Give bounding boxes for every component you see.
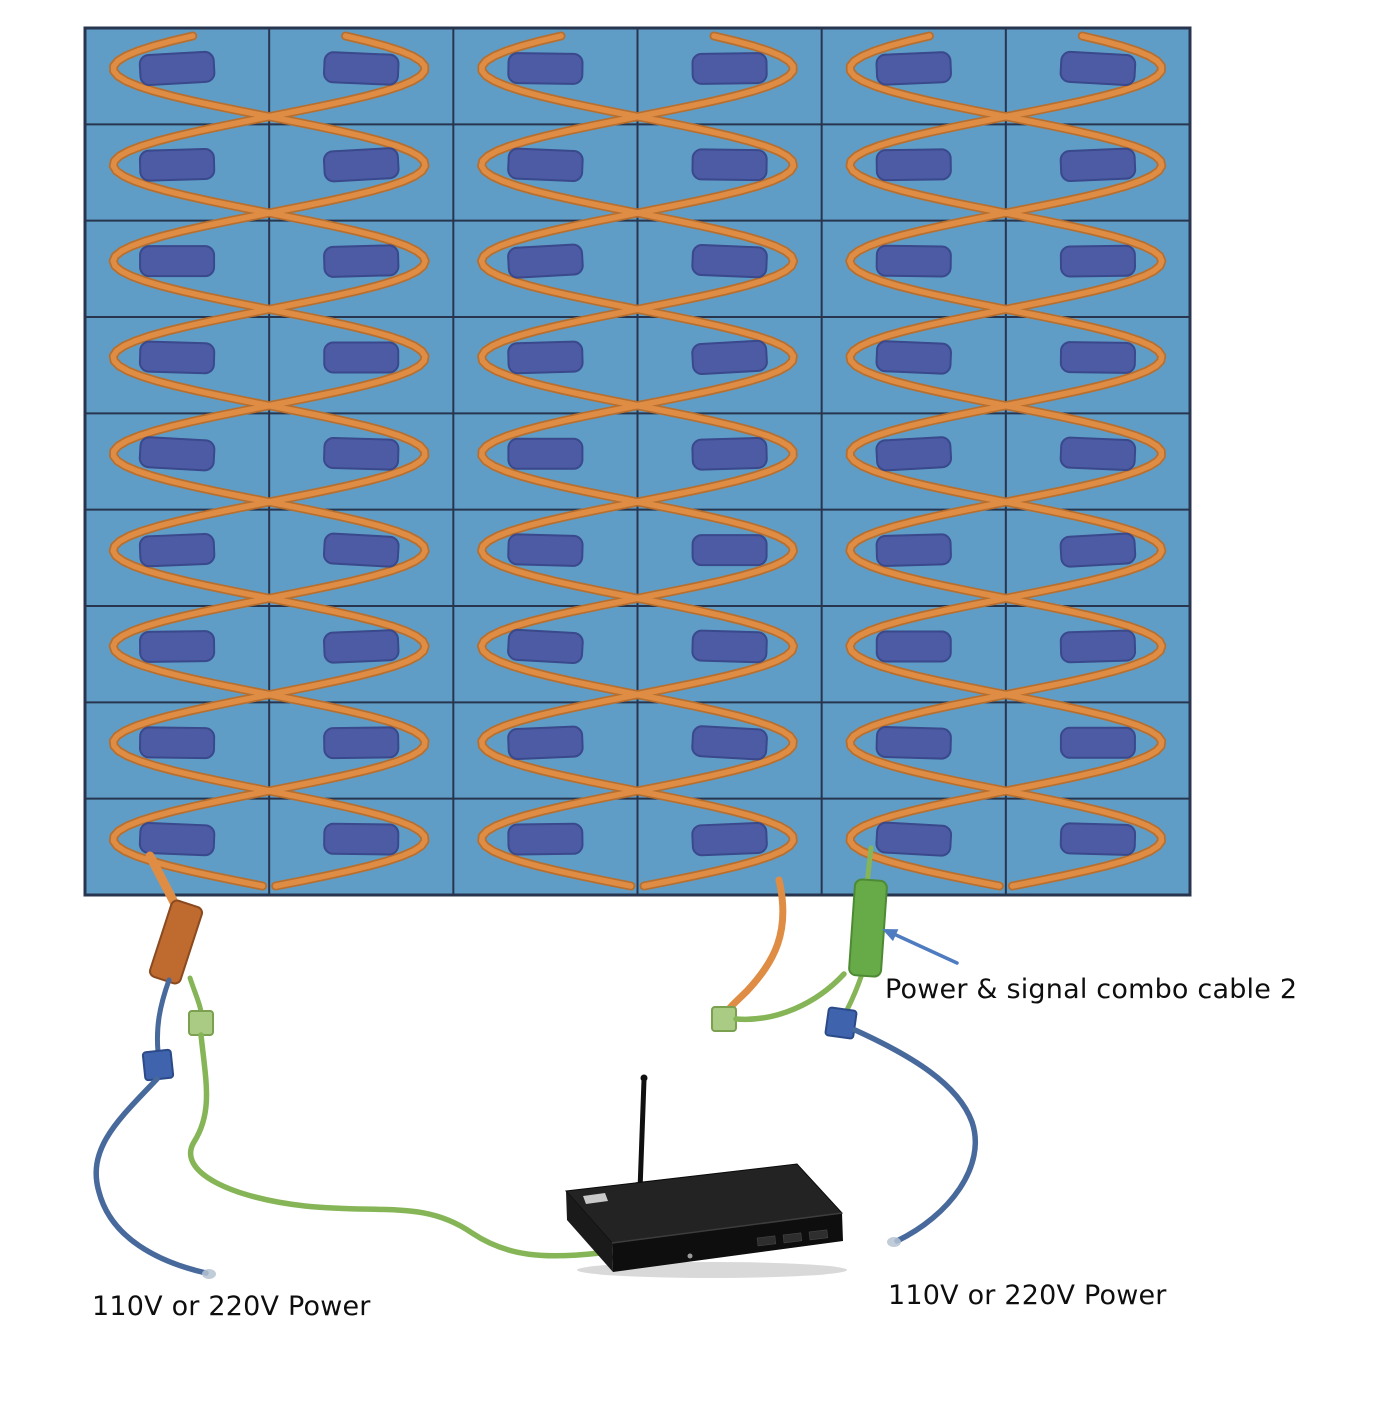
led-module <box>875 821 953 857</box>
led-module <box>323 822 400 856</box>
led-module <box>1059 436 1137 471</box>
led-module <box>507 822 584 856</box>
led-module <box>875 148 952 182</box>
combo-cable-label: Power & signal combo cable 2 <box>885 974 1298 1005</box>
led-module <box>1059 629 1137 664</box>
led-module <box>875 726 952 760</box>
led-module <box>139 630 216 663</box>
player-edge-highlight <box>611 1212 843 1244</box>
led-module <box>691 437 768 471</box>
led-module <box>1059 50 1137 87</box>
player-left-face <box>566 1191 613 1272</box>
led-module <box>507 52 584 85</box>
power-label-right: 110V or 220V Power <box>888 1280 1167 1311</box>
led-module <box>1059 532 1137 568</box>
green-link-right <box>733 971 847 1023</box>
cable-end-right <box>887 1237 901 1247</box>
led-module <box>323 244 400 278</box>
led-module <box>138 532 216 568</box>
serpentine-cable <box>110 33 428 889</box>
led-module <box>691 243 768 279</box>
player-led <box>687 1253 693 1259</box>
led-module <box>691 629 768 664</box>
led-module <box>138 821 216 857</box>
player-port <box>756 1235 777 1247</box>
led-module <box>138 50 216 87</box>
led-module <box>1059 726 1136 759</box>
combo-cable-arrow <box>894 933 959 965</box>
led-module <box>691 52 768 85</box>
power-cable-right <box>852 1027 979 1244</box>
led-module <box>139 726 216 760</box>
orange-cable-exit-right <box>725 876 787 1013</box>
player-port <box>808 1229 829 1241</box>
led-module <box>507 628 584 665</box>
led-module <box>323 437 400 471</box>
media-player <box>564 1074 847 1278</box>
player-front-face <box>612 1213 843 1272</box>
antenna-tip <box>640 1074 648 1082</box>
signal-connector-green-left <box>188 1010 214 1036</box>
serpentine-cable <box>847 33 1165 889</box>
led-module <box>875 244 952 278</box>
led-module <box>323 51 400 86</box>
power-signal-connector-left <box>148 899 204 985</box>
led-module <box>691 725 768 761</box>
panel-grid-lines <box>85 28 1190 895</box>
combo-cable-arrowhead <box>882 929 899 942</box>
led-module <box>507 340 584 375</box>
power-connector-blue-right <box>824 1006 858 1040</box>
led-module <box>1059 147 1137 182</box>
antenna <box>637 1077 647 1193</box>
led-module <box>507 147 584 182</box>
signal-connector-green-right <box>711 1006 737 1032</box>
serpentine-cable <box>847 33 1165 889</box>
blue-wire-left <box>154 977 172 1055</box>
player-port <box>782 1232 803 1244</box>
led-module <box>1059 244 1136 278</box>
led-module <box>875 340 952 375</box>
led-module <box>691 534 768 567</box>
combo-cable-connector <box>848 878 888 978</box>
led-module <box>691 821 768 857</box>
module-layer <box>138 50 1137 857</box>
led-module <box>138 340 216 375</box>
power-cable-left <box>93 1076 209 1276</box>
led-module <box>875 533 952 567</box>
power-connector-blue-left <box>141 1048 175 1082</box>
led-module <box>507 243 584 279</box>
led-module <box>875 630 952 663</box>
led-module <box>138 148 216 182</box>
signal-cable-to-player-left <box>187 1032 603 1259</box>
led-module <box>1059 822 1137 856</box>
led-module <box>691 148 768 182</box>
led-module <box>323 726 400 760</box>
serpentine-cable <box>478 33 797 889</box>
led-module <box>139 245 216 278</box>
led-module <box>875 436 953 472</box>
led-module <box>138 436 216 472</box>
led-module <box>507 533 584 567</box>
led-module <box>323 629 400 664</box>
green-wire-left <box>187 975 204 1015</box>
serpentine-cable <box>110 33 428 889</box>
green-wire-right <box>844 971 865 1013</box>
power-label-left: 110V or 220V Power <box>92 1291 371 1322</box>
led-module <box>875 51 952 86</box>
usb-port <box>583 1193 608 1204</box>
green-cable-into-panel <box>864 845 874 887</box>
cable-end-left <box>202 1269 216 1279</box>
orange-cable-exit-left <box>145 851 182 913</box>
led-module <box>507 437 584 470</box>
led-module <box>691 339 768 376</box>
led-module <box>507 725 584 760</box>
led-module <box>1059 341 1136 374</box>
led-module <box>322 147 400 183</box>
serpentine-cable <box>478 33 797 889</box>
led-module <box>322 532 400 568</box>
led-module <box>323 341 400 374</box>
